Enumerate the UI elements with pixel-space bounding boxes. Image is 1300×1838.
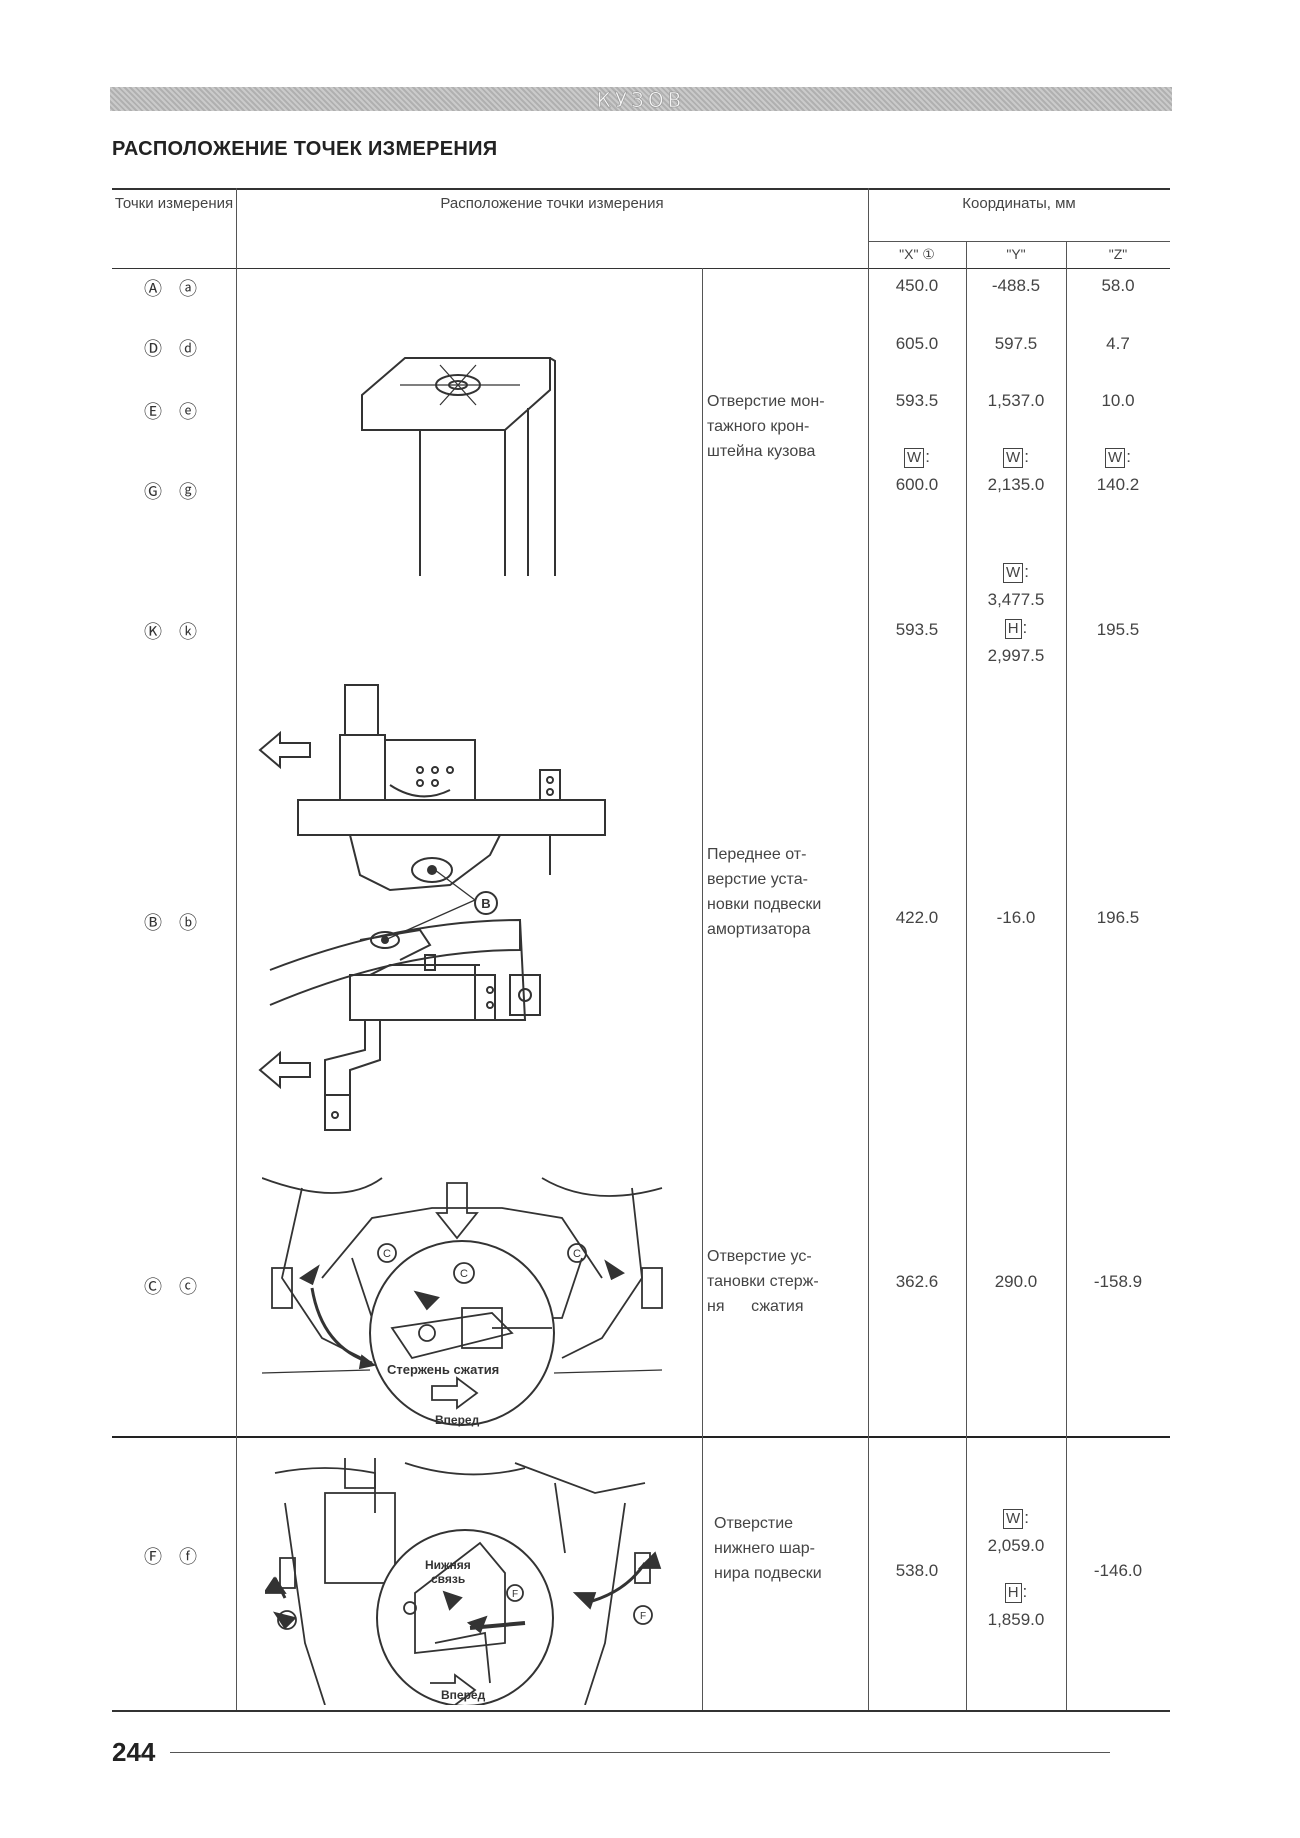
k-z: 195.5 <box>1096 620 1140 639</box>
k-y-w-mark: W <box>1003 563 1024 583</box>
point-label-f: Ⓕ ⓕ <box>144 1547 204 1567</box>
point-label-e: Ⓔ ⓔ <box>144 402 204 422</box>
point-label-k: Ⓚ ⓚ <box>144 622 204 642</box>
point-label-c: Ⓒ ⓒ <box>144 1277 204 1297</box>
desc-joint: Отверстие нижнего шар- нира подвески <box>714 1515 822 1582</box>
f-y-w: 2,059.0 <box>987 1536 1045 1555</box>
label-c-center: C <box>460 1268 468 1280</box>
desc-rod: Отверстие ус- тановки стерж- ня сжатия <box>707 1248 819 1315</box>
arrow-icon <box>258 730 311 770</box>
k-y-h: 2,997.5 <box>987 646 1045 665</box>
page-number: 244 <box>112 1737 156 1767</box>
link-caption-1: Нижняя <box>425 1558 471 1572</box>
e-y: 1,537.0 <box>987 391 1045 410</box>
joint-figure: I F F Нижняя связь Вперед <box>265 1458 662 1705</box>
header-z: "Z" <box>1108 246 1128 262</box>
header-x: "X" ① <box>899 246 935 262</box>
c-x: 362.6 <box>895 1272 939 1291</box>
forward-caption-f: Вперед <box>441 1688 486 1702</box>
g-z-cell: W: 140.2 <box>1066 443 1170 499</box>
g-x: 600.0 <box>895 475 939 494</box>
label-c-left: C <box>383 1248 391 1260</box>
g-x-cell: W: 600.0 <box>868 443 966 499</box>
footer-rule <box>170 1752 1110 1753</box>
c-y: 290.0 <box>994 1272 1038 1291</box>
b-y: -16.0 <box>996 908 1036 927</box>
label-i: I <box>286 1616 289 1627</box>
a-x: 450.0 <box>895 276 939 295</box>
label-c-right: C <box>573 1248 581 1260</box>
point-label-g: Ⓖ ⓖ <box>144 482 204 502</box>
rod-caption: Стержень сжатия <box>387 1362 499 1377</box>
g-y-mark: W <box>1003 448 1024 468</box>
desc-strut: Переднее от- верстие уста- новки подвеск… <box>707 846 822 938</box>
d-z: 4.7 <box>1106 334 1130 353</box>
f-y-h: 1,859.0 <box>987 1610 1045 1629</box>
f-x: 538.0 <box>895 1561 939 1580</box>
g-z: 140.2 <box>1096 475 1140 494</box>
d-y: 597.5 <box>994 334 1038 353</box>
f-z: -146.0 <box>1093 1561 1143 1580</box>
section-banner: КУЗОВ <box>110 87 1172 113</box>
g-x-mark: W <box>904 448 925 468</box>
g-z-mark: W <box>1105 448 1126 468</box>
header-location: Расположение точки измерения <box>440 195 664 212</box>
point-label-a: Ⓐ ⓐ <box>144 279 204 299</box>
e-x: 593.5 <box>895 391 939 410</box>
rod-figure: C C C Стержень сжатия Вперед <box>262 1177 663 1427</box>
a-y: -488.5 <box>991 276 1041 295</box>
d-x: 605.0 <box>895 334 939 353</box>
f-y-h-mark: H <box>1004 1583 1022 1603</box>
f-y-w-mark: W <box>1003 1509 1024 1529</box>
point-label-d: Ⓓ ⓓ <box>144 339 204 359</box>
k-y-h-mark: H <box>1004 619 1022 639</box>
label-f-center: F <box>512 1589 518 1600</box>
bracket-figure <box>361 357 556 576</box>
link-caption-2: связь <box>431 1572 465 1586</box>
arrow-icon <box>258 1050 311 1090</box>
header-points: Точки измерения <box>114 195 234 212</box>
desc-bracket: Отверстие мон- тажного крон- штейна кузо… <box>707 393 825 460</box>
k-y-w: 3,477.5 <box>987 590 1045 609</box>
b-x: 422.0 <box>895 908 939 927</box>
label-f-right: F <box>640 1611 646 1622</box>
strut-figure: B <box>258 684 606 1131</box>
section-title: КУЗОВ <box>596 88 686 113</box>
header-y: "Y" <box>1006 246 1026 262</box>
g-y: 2,135.0 <box>987 475 1045 494</box>
g-y-cell: W: 2,135.0 <box>966 443 1066 499</box>
forward-caption-c: Вперед <box>435 1413 480 1427</box>
label-b: B <box>481 896 490 911</box>
header-coordinates: Координаты, мм <box>962 195 1076 212</box>
point-label-b: Ⓑ ⓑ <box>144 913 204 933</box>
f-y-cell: W: 2,059.0 H: 1,859.0 <box>966 1504 1066 1634</box>
c-z: -158.9 <box>1093 1272 1143 1291</box>
k-y-cell: W: 3,477.5 H: 2,997.5 <box>966 558 1066 670</box>
a-z: 58.0 <box>1101 276 1135 295</box>
page-title: РАСПОЛОЖЕНИЕ ТОЧЕК ИЗМЕРЕНИЯ <box>112 138 498 160</box>
b-z: 196.5 <box>1096 908 1140 927</box>
k-x: 593.5 <box>895 620 939 639</box>
e-z: 10.0 <box>1101 391 1135 410</box>
